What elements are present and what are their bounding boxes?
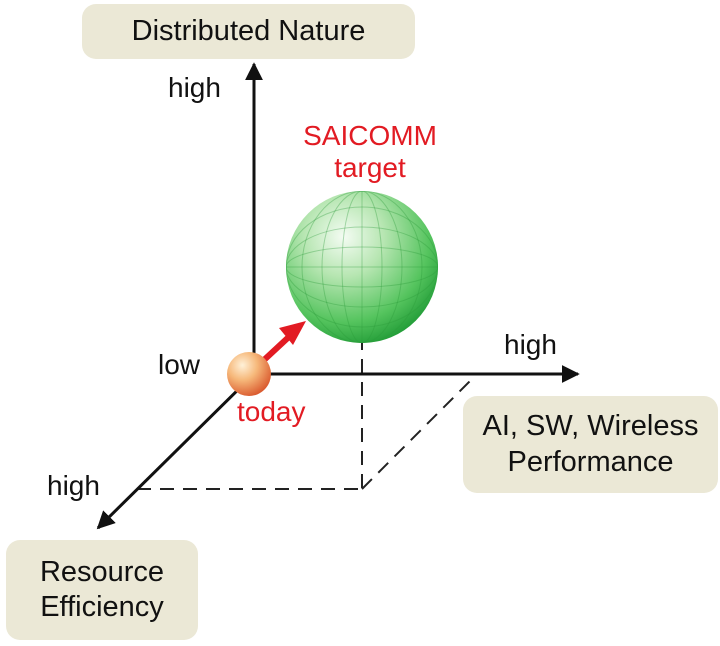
- target-sphere: [286, 191, 438, 343]
- projection-diagonal: [361, 375, 476, 490]
- performance-box: AI, SW, Wireless Performance: [463, 396, 718, 493]
- horizontal-high-label: high: [504, 329, 557, 360]
- target-label-line1: SAICOMM: [303, 120, 437, 151]
- resource-efficiency-line2: Efficiency: [40, 591, 164, 623]
- performance-text: AI, SW, Wireless Performance: [483, 409, 699, 480]
- performance-line2: Performance: [507, 445, 674, 478]
- today-label: today: [237, 396, 306, 427]
- progress-arrow: [261, 321, 306, 363]
- vertical-high-label: high: [168, 72, 221, 103]
- resource-efficiency-text: Resource Efficiency: [40, 555, 164, 626]
- depth-high-label: high: [47, 470, 100, 501]
- distributed-nature-label: Distributed Nature: [131, 14, 366, 47]
- target-label: SAICOMM target: [294, 120, 446, 184]
- today-sphere: [227, 352, 271, 396]
- resource-efficiency-line1: Resource: [39, 555, 165, 588]
- distributed-nature-box: Distributed Nature: [82, 4, 415, 59]
- resource-efficiency-box: Resource Efficiency: [6, 540, 198, 640]
- origin-low-label: low: [158, 349, 201, 380]
- performance-line1: AI, SW, Wireless: [482, 410, 699, 443]
- target-label-line2: target: [334, 152, 406, 184]
- depth-axis: [96, 372, 256, 530]
